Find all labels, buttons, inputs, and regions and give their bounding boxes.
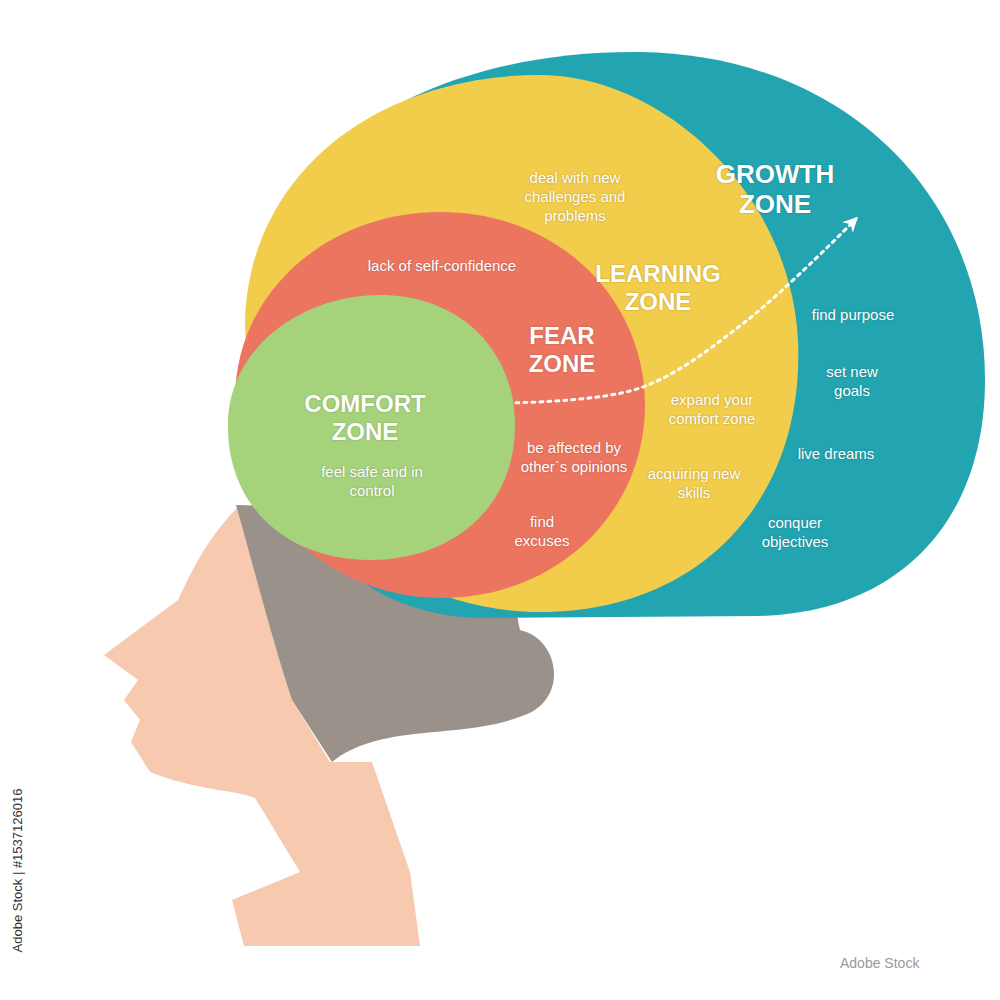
zone-title: GROWTH ZONE <box>700 160 850 220</box>
zone-item: acquiring new skills <box>639 465 749 503</box>
zone-blob <box>228 295 515 560</box>
zone-item: find excuses <box>502 513 582 551</box>
growth-zone: GROWTH ZONE find purpose set new goals live… <box>245 45 990 625</box>
zone-item: live dreams <box>789 445 884 464</box>
zone-item: be affected by other`s opinions <box>519 439 629 477</box>
stock-id: Adobe Stock | #1537126016 <box>10 788 25 952</box>
watermark: Adobe Stock <box>840 955 919 971</box>
comfort-zone: COMFORT ZONE feel safe and in control <box>222 290 520 565</box>
zone-title: LEARNING ZONE <box>571 260 746 315</box>
zone-item: deal with new challenges and problems <box>505 169 645 225</box>
zone-item: feel safe and in control <box>315 463 430 501</box>
fear-zone: FEAR ZONE lack of self-confidence be affec… <box>230 208 650 603</box>
progress-arrow <box>516 219 856 403</box>
zone-title: FEAR ZONE <box>512 322 612 377</box>
zone-item: expand your comfort zone <box>648 391 776 429</box>
zone-item: conquer objectives <box>748 514 843 552</box>
zone-item: lack of self-confidence <box>367 257 517 276</box>
zone-item: find purpose <box>803 306 903 325</box>
zone-title: COMFORT ZONE <box>278 390 453 445</box>
learning-zone: LEARNING ZONE deal with new challenges an… <box>240 70 805 618</box>
zone-item: set new goals <box>807 363 897 401</box>
